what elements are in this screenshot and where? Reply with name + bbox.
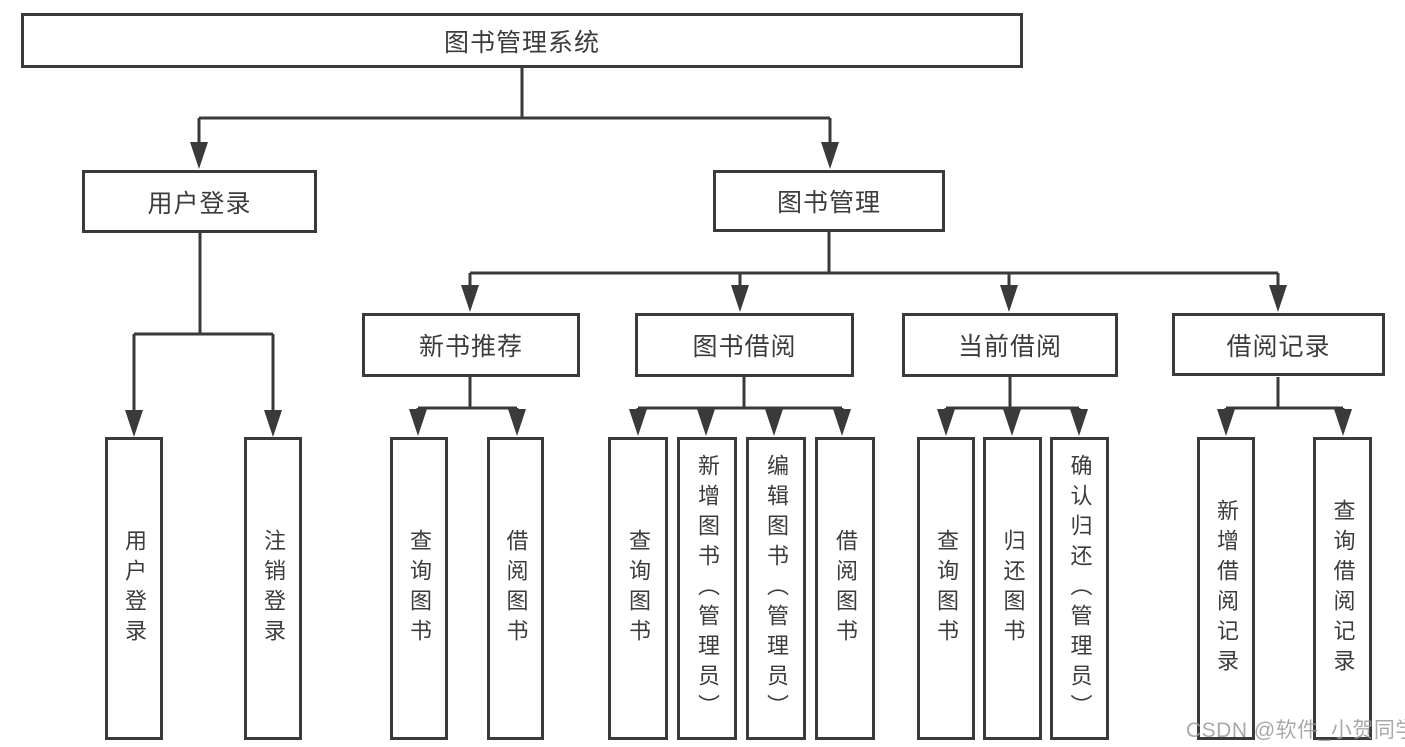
leaf-add-borrow-record: 新增借阅记录 xyxy=(1197,437,1255,740)
arrowhead xyxy=(1217,409,1235,436)
connector-current-borrow-children xyxy=(937,377,1088,436)
leaf-return-books: 归还图书 xyxy=(983,437,1042,740)
connector-new-book-children xyxy=(409,377,526,436)
node-new-book-recommend: 新书推荐 xyxy=(362,313,580,377)
arrowhead xyxy=(629,409,647,436)
node-current-borrow: 当前借阅 xyxy=(902,313,1118,377)
arrowhead xyxy=(1070,409,1088,436)
arrowhead xyxy=(461,285,479,312)
arrowhead xyxy=(821,142,839,169)
leaf-edit-book-admin: 编辑图书（管理员） xyxy=(746,437,806,740)
leaf-query-books-1: 查询图书 xyxy=(390,437,448,740)
leaf-query-borrow-record: 查询借阅记录 xyxy=(1313,437,1372,740)
leaf-user-login: 用户登录 xyxy=(105,437,163,740)
connector-borrow-record-children xyxy=(1217,377,1352,436)
leaf-query-books-3: 查询图书 xyxy=(917,437,975,740)
arrowhead xyxy=(125,410,143,437)
arrowhead xyxy=(765,409,783,436)
arrowhead xyxy=(264,410,282,437)
arrowhead xyxy=(1269,285,1287,312)
leaf-add-book-admin: 新增图书（管理员） xyxy=(677,437,737,740)
node-user-login: 用户登录 xyxy=(82,170,317,233)
arrowhead xyxy=(508,409,526,436)
arrowhead xyxy=(731,285,749,312)
connector-root-to-level2 xyxy=(190,68,839,169)
arrowhead xyxy=(697,409,715,436)
node-system-root: 图书管理系统 xyxy=(21,13,1023,68)
node-book-management: 图书管理 xyxy=(713,170,945,232)
leaf-confirm-return-admin: 确认归还（管理员） xyxy=(1050,437,1109,740)
csdn-watermark: CSDN @软件_小贺同学 xyxy=(1186,719,1405,742)
leaf-logout: 注销登录 xyxy=(244,437,302,740)
arrowhead xyxy=(1003,409,1021,436)
arrowhead xyxy=(1334,409,1352,436)
arrowhead xyxy=(190,142,208,169)
arrowhead xyxy=(937,409,955,436)
leaf-borrow-books-2: 借阅图书 xyxy=(815,437,875,740)
connector-book-borrow-children xyxy=(629,377,851,436)
node-borrow-records: 借阅记录 xyxy=(1172,313,1385,376)
leaf-query-books-2: 查询图书 xyxy=(608,437,668,740)
connector-user-login-children xyxy=(125,233,282,437)
arrowhead xyxy=(1000,285,1018,312)
node-book-borrow: 图书借阅 xyxy=(635,313,854,377)
connector-book-mgmt-children xyxy=(461,232,1287,312)
arrowhead xyxy=(833,409,851,436)
arrowhead xyxy=(409,409,427,436)
leaf-borrow-books-1: 借阅图书 xyxy=(487,437,544,740)
